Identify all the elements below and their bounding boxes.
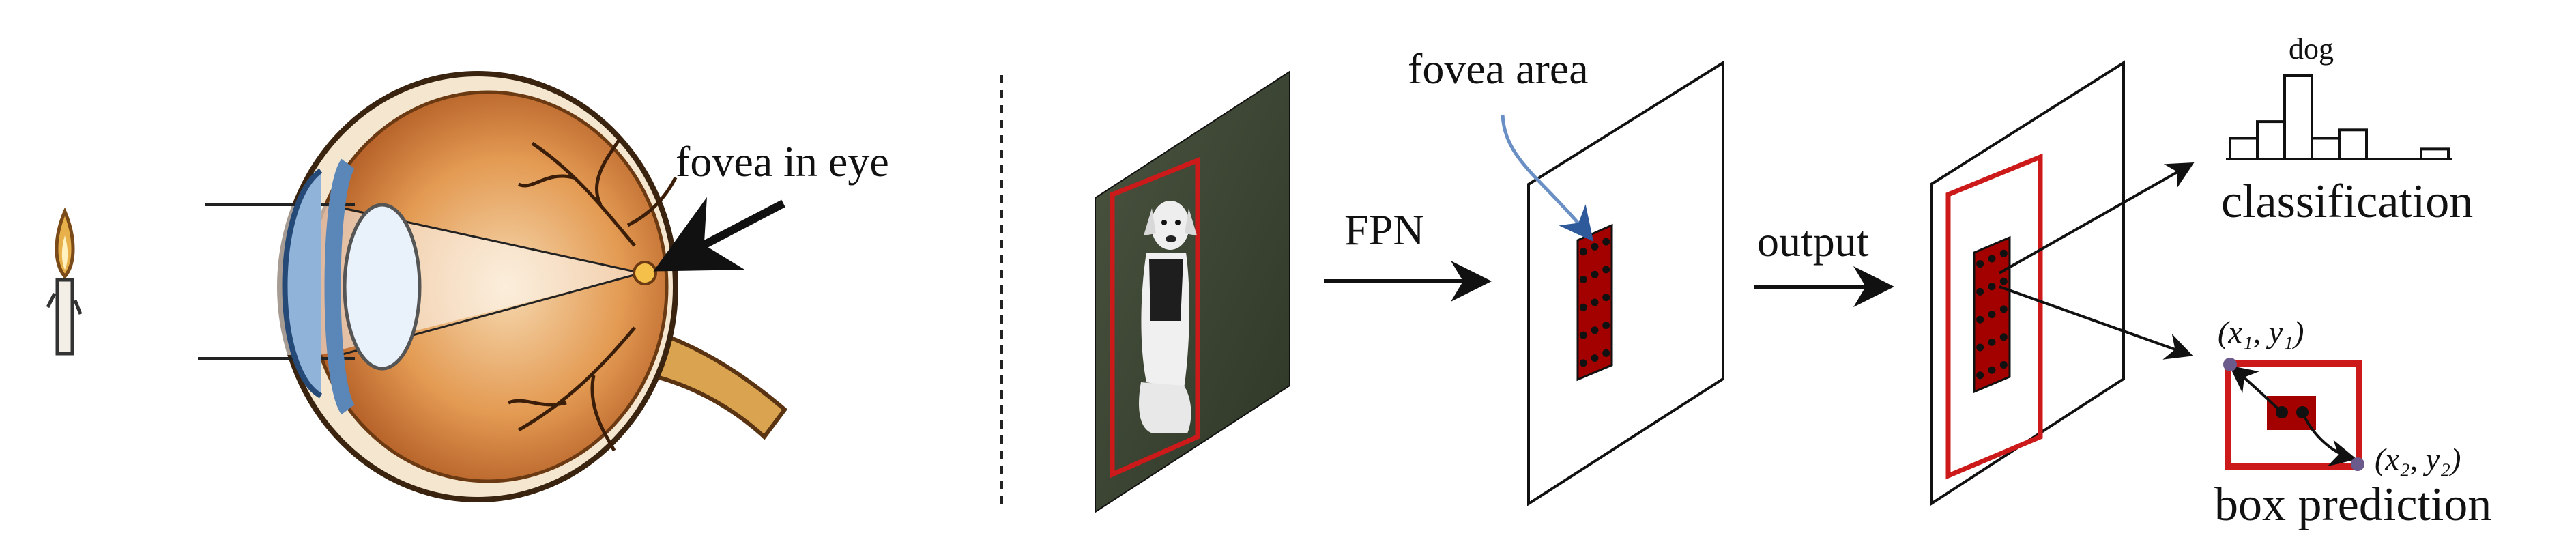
histogram-bar: [2229, 137, 2259, 160]
box-prediction-arrow: [1999, 285, 2193, 360]
anchor-dot: [1579, 331, 1587, 339]
input-image-panel: [1095, 70, 1290, 513]
anchor-dot: [1591, 298, 1599, 306]
classification-arrow: [1999, 162, 2195, 274]
fovea-in-eye-label: fovea in eye: [676, 137, 889, 186]
top-left-coordinate: (x₁, y₁): [2218, 315, 2304, 349]
eye-illustration: [198, 71, 788, 502]
anchor-dot: [1999, 333, 2008, 341]
anchor-dot: [1591, 242, 1599, 251]
anchor-dot: [1602, 294, 1610, 302]
anchor-dot: [1976, 343, 1984, 352]
classification-histogram: [2226, 74, 2452, 161]
box-prediction-label: box prediction: [2214, 479, 2491, 531]
feature-map-output: [1930, 60, 2125, 506]
histogram-bar: [2420, 147, 2450, 161]
anchor-dot: [1988, 311, 1996, 319]
histogram-bar: [2338, 128, 2368, 161]
anchor-dot: [1591, 270, 1599, 278]
bottom-right-coordinate: (x₂, y₂): [2375, 442, 2461, 476]
anchor-dot: [1999, 361, 2008, 369]
fovea-area-pointer: [1501, 114, 1594, 242]
anchor-dot: [1988, 338, 1996, 346]
anchor-dot: [1976, 260, 1984, 268]
anchor-dot: [1988, 255, 1996, 263]
anchor-dot: [1999, 277, 2008, 285]
classification-label: classification: [2221, 175, 2473, 228]
anchor-dot: [1976, 287, 1984, 296]
anchor-dot: [1602, 238, 1610, 246]
anchor-dot: [1988, 283, 1996, 291]
anchor-dot: [1579, 248, 1587, 256]
anchor-dot: [1976, 371, 1984, 380]
anchor-dot: [1579, 303, 1587, 311]
dog-label: dog: [2289, 32, 2334, 66]
anchor-dot: [1602, 322, 1610, 329]
histogram-bar: [2283, 74, 2313, 160]
anchor-dot: [1591, 354, 1599, 362]
fovea-pointer-arrow: [653, 197, 785, 272]
fovea-anchor-grid-output: [1976, 249, 2008, 380]
anchor-dot: [1976, 315, 1984, 324]
feature-map-fpn: [1527, 60, 1724, 506]
box-prediction-diagram: [2223, 358, 2364, 471]
anchor-dot: [1999, 249, 2008, 257]
dog-figure: [1139, 201, 1197, 433]
anchor-dot: [1579, 276, 1587, 283]
anchor-dot: [1591, 326, 1599, 334]
fpn-label: FPN: [1344, 205, 1424, 254]
anchor-dot: [1602, 266, 1610, 274]
candle-icon: [46, 207, 83, 356]
fovea-anchor-grid: [1579, 238, 1610, 367]
output-label: output: [1757, 217, 1869, 266]
histogram-bar: [2256, 120, 2286, 161]
anchor-dot: [1988, 366, 1996, 374]
fovea-area-label: fovea area: [1408, 44, 1589, 93]
anchor-dot: [1602, 349, 1610, 357]
histogram-bar: [2311, 137, 2341, 160]
anchor-dot: [1579, 359, 1587, 367]
anchor-dot: [1999, 305, 2008, 313]
